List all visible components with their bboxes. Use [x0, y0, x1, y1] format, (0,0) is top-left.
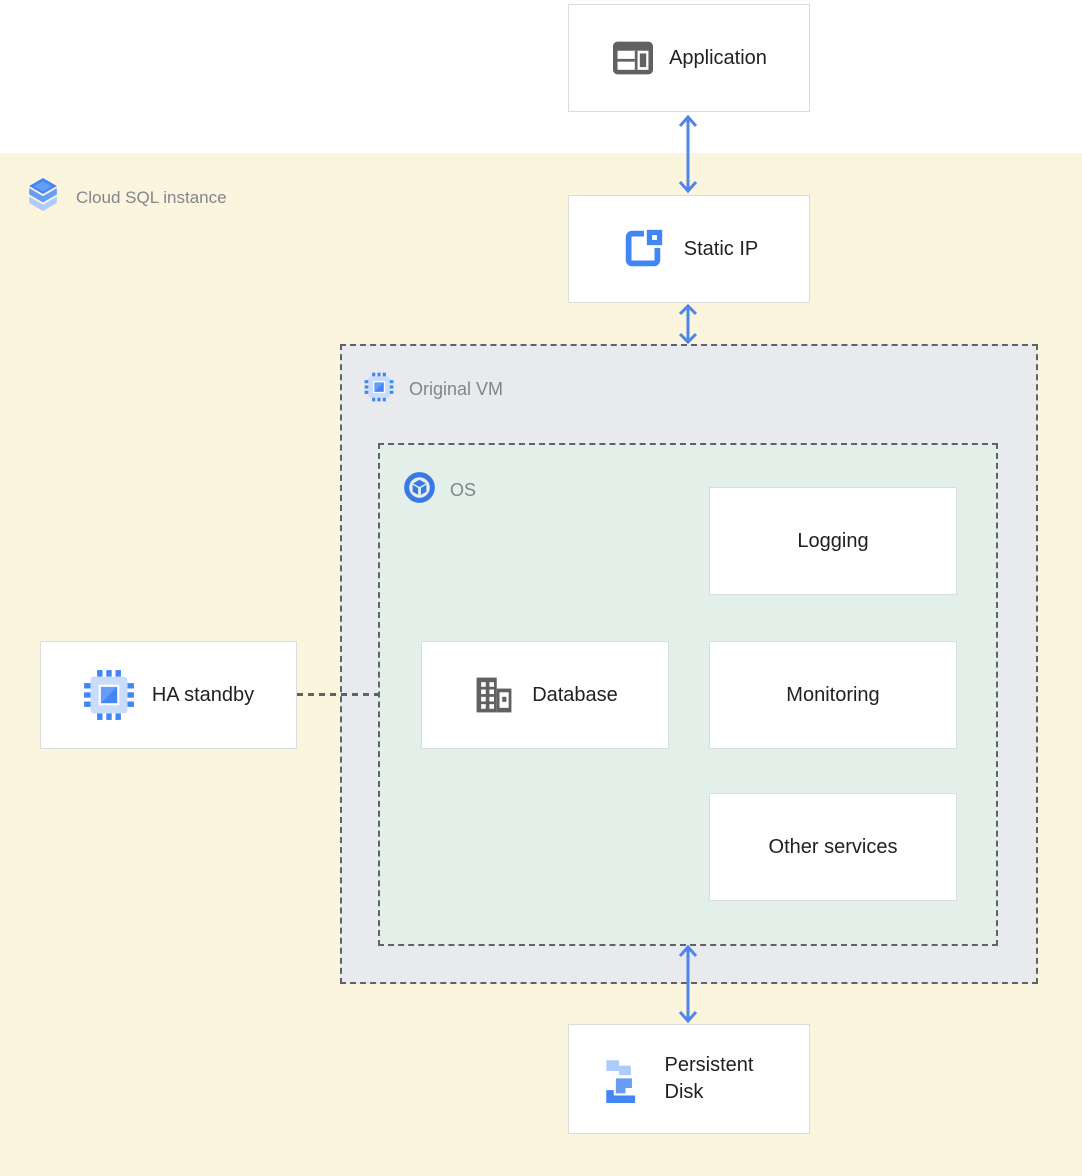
persistent-disk-icon: [602, 1056, 649, 1103]
original-vm-region-title: Original VM: [409, 379, 504, 399]
cloud-sql-region-title: Cloud SQL instance: [76, 187, 227, 207]
database-label: Database: [532, 683, 618, 706]
monitoring-label: Monitoring: [786, 683, 880, 706]
database-building-icon: [472, 672, 516, 718]
compute-engine-chip-icon: [364, 372, 394, 407]
os-cube-circle-icon: [403, 471, 436, 509]
persistent-disk-node: Persistent Disk: [568, 1024, 810, 1134]
logging-node: Logging: [709, 487, 957, 595]
logging-label: Logging: [797, 529, 869, 552]
arrow-os-persistent-disk: [676, 944, 700, 1024]
static-ip-square-icon: [620, 226, 666, 272]
application-label: Application: [669, 46, 767, 69]
persistent-disk-label: Persistent Disk: [664, 1054, 754, 1103]
static-ip-node: Static IP: [568, 195, 810, 303]
os-region-title: OS: [450, 479, 477, 500]
static-ip-label: Static IP: [683, 237, 759, 260]
ha-standby-label: HA standby: [151, 683, 255, 706]
arrow-application-staticip: [676, 114, 700, 194]
monitoring-node: Monitoring: [709, 641, 957, 749]
cloud-sql-icon: [26, 176, 60, 219]
connector-ha-standby-vm: [297, 693, 378, 696]
os-region-label: OS: [403, 471, 476, 509]
compute-engine-chip-icon: [83, 669, 135, 721]
database-node: Database: [421, 641, 669, 749]
arrow-staticip-vm: [676, 303, 700, 345]
original-vm-region-label: Original VM: [364, 372, 503, 407]
ha-standby-node: HA standby: [40, 641, 297, 749]
application-node: Application: [568, 4, 810, 112]
other-services-node: Other services: [709, 793, 957, 901]
cloud-sql-region-label: Cloud SQL instance: [26, 176, 227, 219]
web-application-icon: [611, 38, 655, 78]
other-services-label: Other services: [768, 835, 898, 858]
